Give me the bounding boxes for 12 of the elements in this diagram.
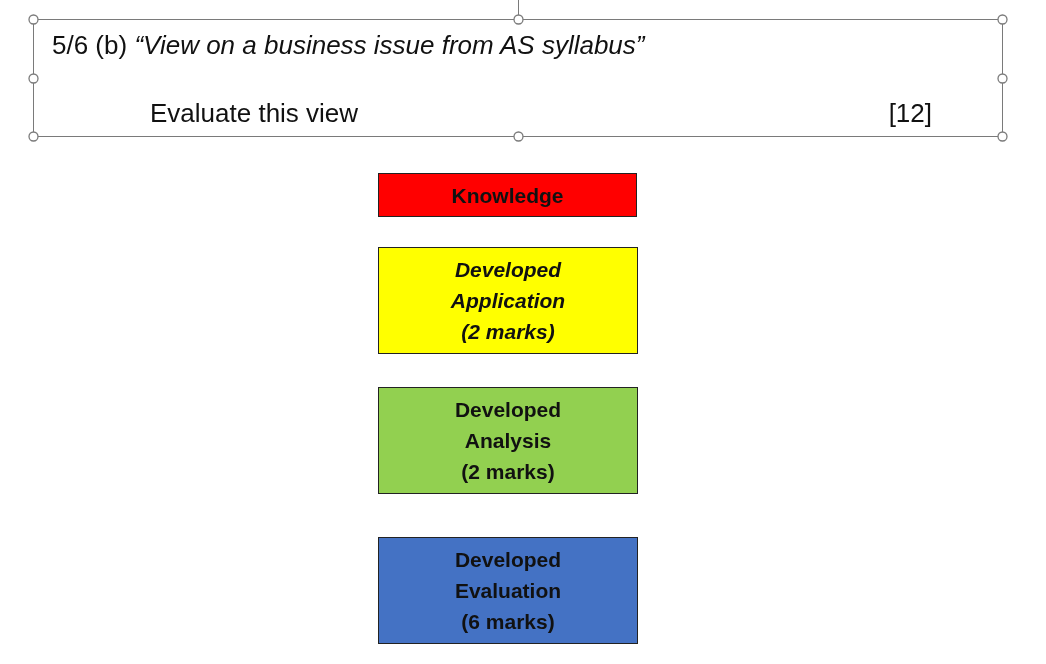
process-box (378, 173, 637, 217)
instruction-text: Evaluate this view (150, 98, 359, 128)
process-box (378, 387, 638, 494)
box-label: Developed Evaluation (6 marks) (453, 547, 563, 635)
box-label: Knowledge (451, 182, 564, 209)
marks-text: [12] (888, 98, 932, 128)
box-label: Developed Application (2 marks) (449, 257, 567, 345)
box-label: Developed Analysis (2 marks) (453, 397, 563, 485)
question-box (33, 19, 1003, 137)
process-box (378, 537, 638, 644)
process-box (378, 247, 638, 354)
question-text: 5/6 (b) “View on a business issue from AS syllabus” (52, 30, 645, 60)
